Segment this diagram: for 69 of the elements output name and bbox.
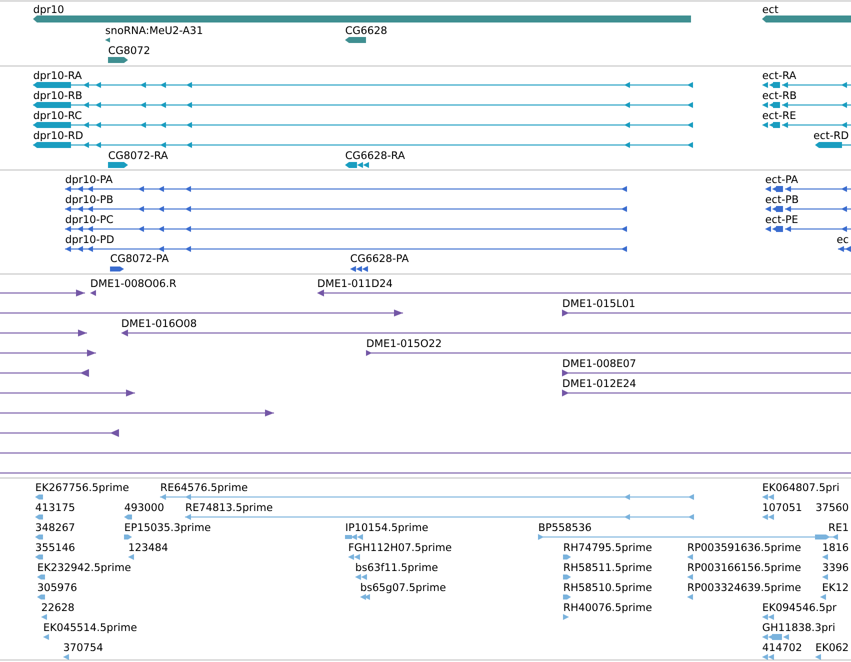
feature-label: dpr10-PB (66, 195, 113, 206)
feature-label: RH58511.5prime (564, 563, 652, 574)
feature-label: RP003324639.5prime (688, 583, 801, 594)
feature-label: RP003591636.5prime (688, 543, 801, 554)
feature-label: GH11838.3pri (762, 623, 834, 634)
feature-label: DME1-008O06.R (91, 279, 176, 288)
feature-label: CG8072-PA (110, 254, 169, 262)
feature-label: RE1 (829, 523, 848, 531)
feature-label: dpr10-RA (34, 71, 82, 82)
feature-label: DME1-015O22 (367, 339, 441, 348)
feature-label: 493000 (124, 503, 164, 512)
feature-label: ect-RA (762, 71, 796, 80)
feature-label: dpr10 (34, 5, 64, 16)
feature-label: ect (762, 6, 778, 14)
feature-label: dpr10-RC (34, 111, 82, 122)
feature-label: RH40076.5prime (564, 603, 652, 614)
feature-label: 1816 (823, 543, 848, 552)
feature-label: EP15035.3prime (125, 523, 210, 534)
feature-label: 22628 (42, 603, 74, 612)
feature-label: dpr10-RD (34, 131, 83, 142)
feature-label: EK232942.5prime (38, 563, 130, 574)
feature-label: BP558536 (539, 523, 591, 532)
feature-label: CG6628-RA (346, 151, 405, 160)
feature-label: CG6628-PA (350, 254, 409, 262)
feature-label: DME1-012E24 (563, 379, 636, 388)
feature-label: ect-PB (766, 195, 798, 204)
feature-label: 107051 (763, 503, 802, 512)
feature-label: 37560 (816, 503, 848, 512)
feature-label: CG6628 (346, 26, 386, 34)
feature-label: 413175 (36, 503, 74, 512)
feature-label: EK064807.5pri (763, 483, 838, 494)
feature-label: ect-RD (814, 131, 848, 140)
feature-label: snoRNA:MeU2-A31 (106, 26, 202, 34)
feature-label: CG8072 (108, 46, 150, 54)
feature-label: IP10154.5prime (346, 523, 428, 534)
feature-label: DME1-015L01 (563, 299, 634, 308)
feature-label: 123484 (129, 543, 168, 552)
feature-label: CG8072-RA (108, 151, 168, 160)
feature-label: 348267 (36, 523, 74, 532)
feature-label: 3396 (822, 563, 848, 572)
feature-label: DME1-008E07 (563, 359, 636, 368)
feature-label: dpr10-PA (66, 175, 113, 186)
feature-label: bs65g07.5prime (361, 583, 446, 594)
feature-label: 370754 (64, 643, 103, 652)
feature-label: EK267756.5prime (36, 483, 128, 494)
feature-label: EK12 (823, 583, 848, 591)
feature-label: dpr10-RB (34, 91, 82, 102)
feature-label: EK094546.5pr (763, 603, 837, 614)
feature-label: bs63f11.5prime (356, 563, 438, 574)
feature-label: 355146 (36, 543, 74, 552)
feature-label: ect-RB (762, 91, 796, 100)
feature-label: RH58510.5prime (564, 583, 652, 594)
feature-label: EK062 (816, 643, 848, 652)
feature-label: RE74813.5prime (186, 503, 272, 514)
feature-label: RH74795.5prime (564, 543, 652, 554)
feature-label: DME1-011D24 (318, 279, 392, 288)
feature-label: RP003166156.5prime (688, 563, 801, 574)
feature-label: ect-PE (766, 215, 798, 224)
feature-label: 305976 (38, 583, 76, 592)
feature-label: RE64576.5prime (161, 483, 248, 494)
feature-label: ect-RE (762, 111, 796, 120)
feature-label: dpr10-PD (66, 235, 114, 246)
feature-label: dpr10-PC (66, 215, 113, 226)
feature-label: DME1-016O08 (122, 319, 196, 328)
feature-label: FGH112H07.5prime (349, 543, 452, 554)
feature-label: ect-PA (766, 175, 798, 184)
feature-label: ec (837, 237, 848, 244)
feature-label: EK045514.5prime (44, 623, 136, 634)
feature-label: 414702 (762, 643, 802, 652)
